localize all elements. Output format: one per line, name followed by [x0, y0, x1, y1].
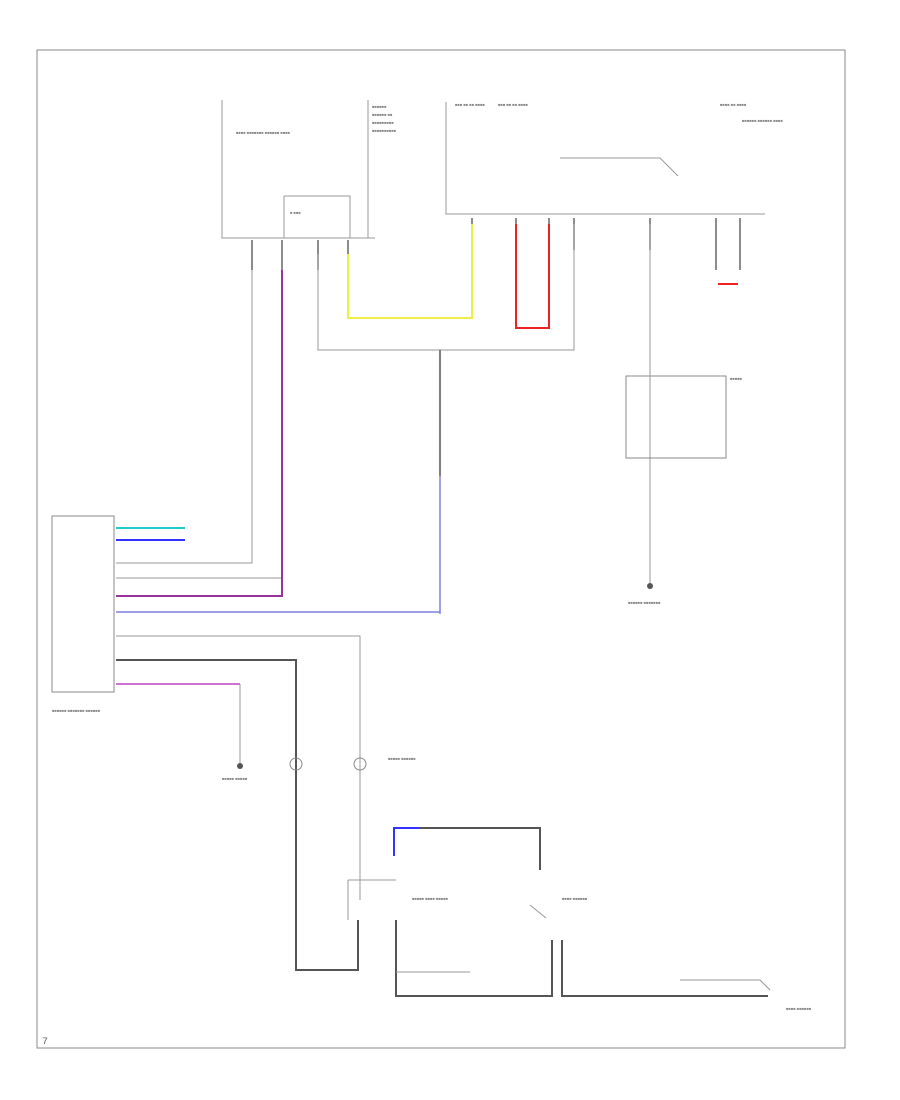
purple-wire: [116, 270, 283, 597]
connector-ticks-left: [251, 240, 349, 270]
junction-label-1: ■■■ ■■ ■■ ■■■■: [455, 102, 485, 107]
device-circle-2: [353, 757, 367, 771]
yellow-wire: [347, 224, 473, 319]
module-label-4: ■■■■■■■■■: [372, 120, 394, 125]
indicator-box: [625, 375, 727, 459]
switch-box: [347, 879, 396, 920]
switch-upper-wire: [420, 827, 541, 870]
junction-label-2: ■■■ ■■ ■■ ■■■■: [498, 102, 528, 107]
left-module-label: ■■■■■■ ■■■■■■■ ■■■■■■: [52, 708, 101, 713]
module-label-5: ■■■■■■■■■■: [372, 128, 397, 133]
junction-block-outline: [445, 102, 765, 215]
connector-ticks-right: [471, 218, 741, 270]
dark-wire: [116, 659, 359, 971]
junction-fuse-wire: [560, 157, 679, 177]
bottom-right-wire: [561, 940, 768, 997]
junction-label-3: ■■■■ ■■ ■■■■: [720, 102, 747, 107]
blue-bottom-wire: [393, 827, 420, 856]
module-label-3: ■■■■■■ ■■: [372, 112, 393, 117]
left-module-box: [51, 515, 115, 693]
module-label-2: ■■■■■■: [372, 104, 387, 109]
switch-side-label: ■■■■ ■■■■■■: [562, 896, 588, 901]
fuse-inner-box: [283, 195, 351, 238]
module-label-1: ■■■■ ■■■■■■■ ■■■■■■ ■■■■: [236, 130, 291, 135]
body-control-module-outline: [221, 100, 375, 239]
gray-wire-1: [116, 270, 253, 564]
fuse-label: ■ ■■■: [290, 210, 301, 215]
device-label: ■■■■■ ■■■■■■: [388, 756, 416, 761]
ground-point-right: [647, 583, 653, 589]
ground-point-left: [237, 763, 243, 769]
ground-label-right: ■■■■■■ ■■■■■■■: [628, 600, 661, 605]
junction-label-4: ■■■■■■ ■■■■■■ ■■■■: [742, 118, 783, 123]
switch-lever: [529, 904, 547, 919]
switch-label: ■■■■■ ■■■■ ■■■■■: [412, 896, 449, 901]
indicator-box-label: ■■■■■: [730, 376, 743, 381]
device-circle-1: [289, 757, 303, 771]
diagram-frame: [36, 49, 846, 1049]
mid-wire: [116, 635, 361, 900]
bottom-right-tail: [680, 979, 771, 991]
diagram-code: 7: [42, 1037, 48, 1048]
red-wire: [515, 224, 550, 329]
ground-bus: [317, 224, 575, 351]
bottom-wire: [395, 920, 553, 997]
bottom-right-label: ■■■■ ■■■■■■: [786, 1006, 812, 1011]
ground-label-left: ■■■■■ ■■■■■: [222, 776, 248, 781]
